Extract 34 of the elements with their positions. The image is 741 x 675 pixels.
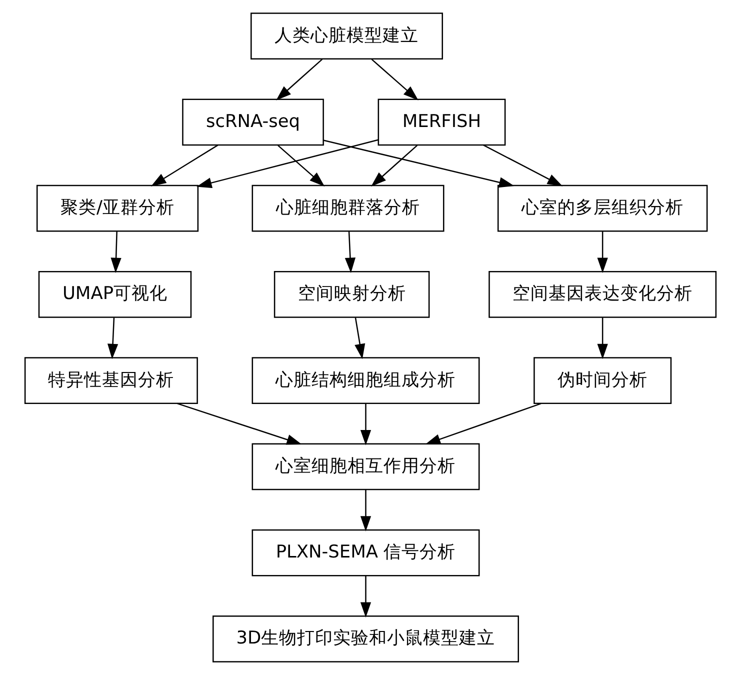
node-box: 心脏细胞群落分析 [252,184,444,232]
arrow [371,144,418,187]
arrow [360,490,372,532]
node-box: 人类心脏模型建立 [250,12,443,60]
arrow [597,232,608,273]
arrow [371,58,418,100]
arrow [597,318,608,360]
arrow [107,318,118,360]
arrow [110,232,122,273]
arrow [196,139,378,188]
node-box: 空间基因表达变化分析 [488,271,717,318]
node-box: 心室细胞相互作用分析 [252,443,480,490]
node-box: MERFISH [378,98,506,146]
node-box: scRNA-seq [182,98,324,146]
arrow [150,144,218,186]
arrow [425,402,542,444]
arrow [276,58,323,100]
node-box: 空间映射分析 [274,271,430,318]
node-box: UMAP可视化 [38,271,192,318]
arrow [176,402,302,445]
node-box: 心室的多层组织分析 [497,184,708,232]
arrow [360,404,372,446]
arrow [354,318,366,360]
node-box: 特异性基因分析 [24,357,198,404]
arrow [360,576,372,618]
node-box: PLXN-SEMA 信号分析 [252,529,480,576]
arrow [278,144,325,187]
node-box: 3D生物打印实验和小鼠模型建立 [212,616,519,662]
node-box: 聚类/亚群分析 [36,184,199,232]
arrow [483,144,563,186]
arrow [344,232,356,273]
arrow [323,140,514,188]
node-box: 伪时间分析 [534,357,672,404]
node-box: 心脏结构细胞组成分析 [252,357,480,404]
